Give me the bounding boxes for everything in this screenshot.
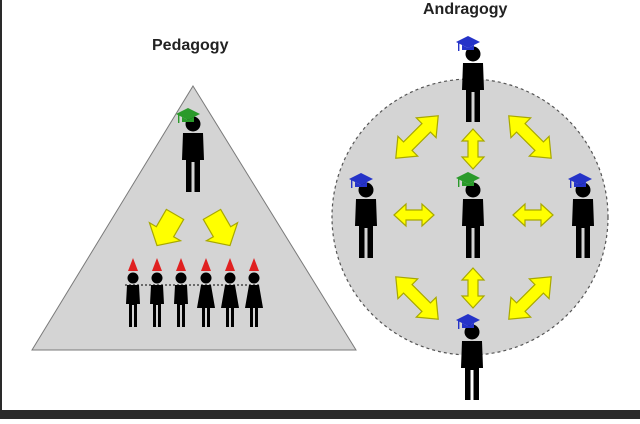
bottom-border xyxy=(0,410,640,419)
party-hat-icon xyxy=(225,258,235,271)
party-hat-icon xyxy=(176,258,186,271)
pedagogy-diagram xyxy=(31,85,357,351)
andragogy-diagram xyxy=(331,36,609,400)
party-hat-icon xyxy=(201,258,211,271)
pedagogy-title: Pedagogy xyxy=(152,37,229,54)
party-hat-icon xyxy=(128,258,138,271)
pedagogy-triangle xyxy=(31,85,357,351)
andragogy-title: Andragogy xyxy=(423,1,508,18)
party-hat-icon xyxy=(249,258,259,271)
party-hat-icons xyxy=(128,258,259,271)
party-hat-icon xyxy=(152,258,162,271)
left-border xyxy=(0,0,2,419)
